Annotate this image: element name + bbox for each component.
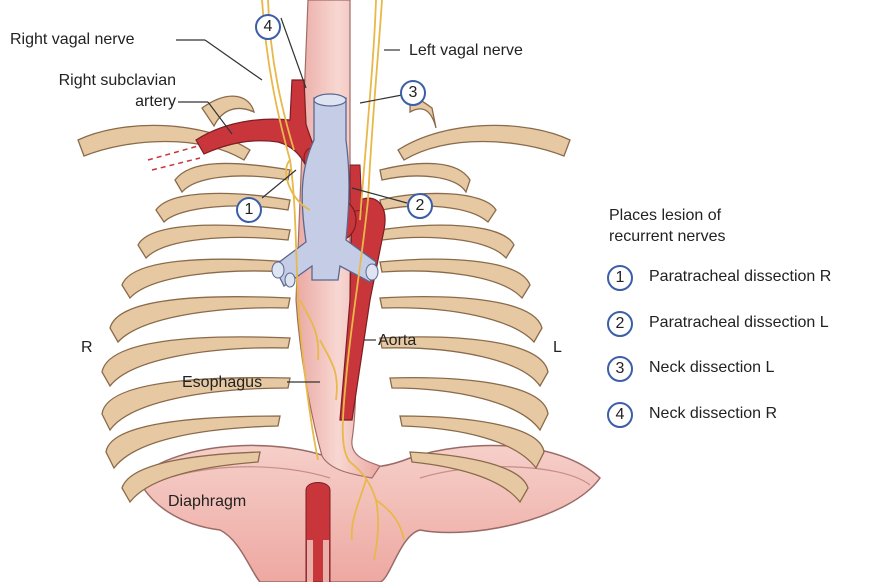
label-aorta: Aorta (378, 331, 416, 350)
ribs-left (380, 98, 570, 502)
legend-marker-3: 3 (607, 356, 633, 382)
marker-4: 4 (255, 14, 281, 40)
legend-marker-1: 1 (607, 265, 633, 291)
label-side-left: L (553, 338, 562, 357)
label-right-vagal-nerve: Right vagal nerve (10, 30, 135, 49)
legend-text-1: Paratracheal dissection R (649, 268, 831, 286)
legend-marker-2: 2 (607, 311, 633, 337)
marker-2: 2 (407, 193, 433, 219)
legend-marker-4: 4 (607, 402, 633, 428)
marker-3: 3 (400, 80, 426, 106)
legend-text-3: Neck dissection L (649, 359, 774, 377)
legend-text-2: Paratracheal dissection L (649, 314, 829, 332)
ribs-right (78, 96, 290, 502)
label-left-vagal-nerve: Left vagal nerve (409, 41, 523, 60)
label-right-subclavian-artery: Right subclavian artery (20, 70, 176, 112)
legend-text-4: Neck dissection R (649, 405, 777, 423)
label-esophagus: Esophagus (182, 373, 262, 392)
label-side-right: R (81, 338, 93, 357)
label-diaphragm: Diaphragm (168, 492, 246, 511)
legend-title: Places lesion of recurrent nerves (609, 205, 809, 247)
marker-1: 1 (236, 197, 262, 223)
